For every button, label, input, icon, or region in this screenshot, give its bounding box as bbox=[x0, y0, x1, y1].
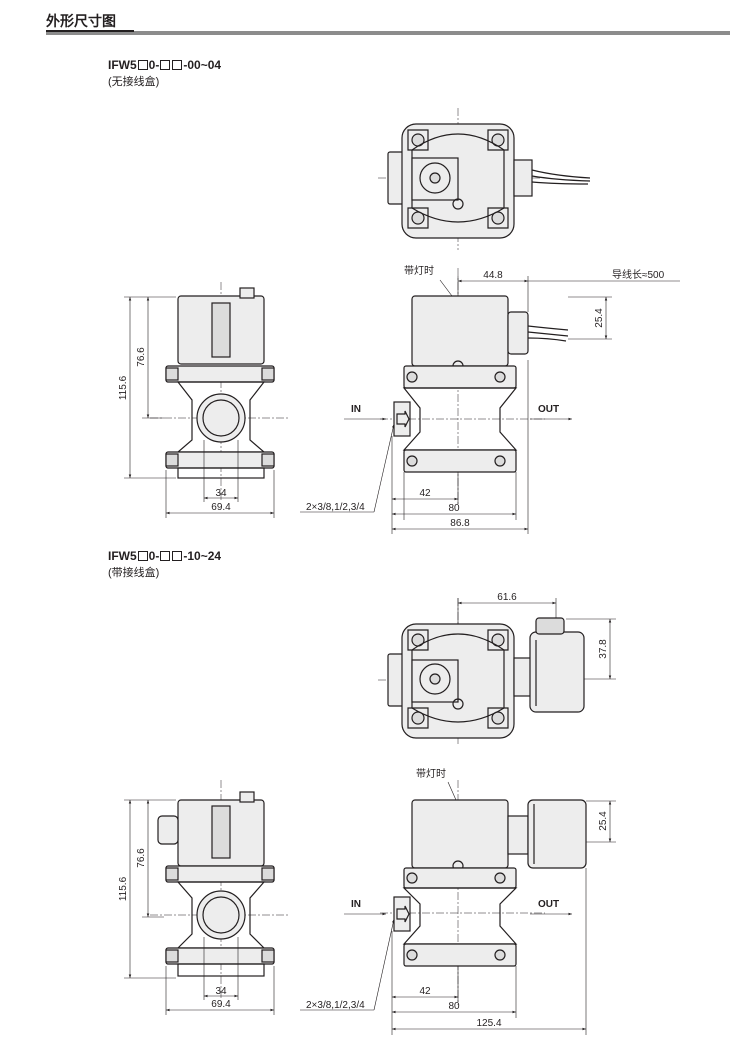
v1-dim-body-length: 80 bbox=[448, 503, 460, 514]
v1-dim-total-length: 86.8 bbox=[450, 518, 470, 529]
variant2-title-suffix: -10~24 bbox=[183, 549, 222, 563]
placeholder-box-icon bbox=[172, 551, 183, 561]
placeholder-box-icon bbox=[137, 551, 148, 561]
v1-side-view: IN OUT 带灯时 44.8 导线长≈500 25.4 42 80 86.8 … bbox=[300, 265, 680, 534]
v2-dim-port-width: 34 bbox=[215, 986, 227, 997]
v2-lamp-note: 带灯时 bbox=[416, 768, 446, 780]
v1-dim-port-distance: 42 bbox=[419, 488, 431, 499]
v2-thread-note: 2×3/8,1/2,3/4 bbox=[306, 1000, 365, 1011]
placeholder-box-icon bbox=[160, 60, 171, 70]
heading-rule bbox=[46, 31, 730, 35]
v1-dim-port-width: 34 bbox=[215, 488, 227, 499]
placeholder-box-icon bbox=[137, 60, 148, 70]
v1-dim-height-upper: 76.6 bbox=[136, 347, 147, 367]
v1-out-label: OUT bbox=[538, 404, 559, 415]
variant2-title: IFW5 0- -10~24 bbox=[108, 549, 221, 563]
variant2-title-prefix: IFW5 bbox=[108, 549, 137, 563]
variant1-title-suffix: -00~04 bbox=[183, 58, 222, 72]
placeholder-box-icon bbox=[172, 60, 183, 70]
variant1-title-mid: 0- bbox=[148, 58, 160, 72]
variant2-title-mid: 0- bbox=[148, 549, 160, 563]
v1-dim-lead-height: 25.4 bbox=[594, 308, 605, 328]
heading-underline bbox=[46, 30, 134, 32]
v1-in-label: IN bbox=[351, 404, 361, 415]
v1-front-view: 115.6 76.6 34 69.4 bbox=[118, 282, 290, 518]
v2-dim-box-side-height: 25.4 bbox=[598, 811, 609, 831]
v2-in-label: IN bbox=[351, 899, 361, 910]
v2-dim-height-upper: 76.6 bbox=[136, 848, 147, 868]
v2-front-view: 115.6 76.6 34 69.4 bbox=[118, 780, 290, 1015]
v2-dim-body-length: 80 bbox=[448, 1001, 460, 1012]
v2-dim-box-offset: 61.6 bbox=[497, 592, 517, 603]
v1-dim-coil-offset: 44.8 bbox=[483, 270, 503, 281]
v1-thread-note: 2×3/8,1/2,3/4 bbox=[306, 502, 365, 513]
v2-dim-body-width: 69.4 bbox=[211, 999, 231, 1010]
v2-dim-height-total: 115.6 bbox=[118, 876, 129, 901]
variant1-title-prefix: IFW5 bbox=[108, 58, 137, 72]
v1-dim-height-total: 115.6 bbox=[118, 375, 129, 400]
v1-top-view bbox=[378, 108, 591, 250]
v1-dim-body-width: 69.4 bbox=[211, 502, 231, 513]
placeholder-box-icon bbox=[160, 551, 171, 561]
v1-lead-length-note: 导线长≈500 bbox=[612, 268, 665, 281]
variant1-title: IFW5 0- -00~04 bbox=[108, 58, 221, 72]
variant2-subtitle: (带接线盒) bbox=[108, 567, 160, 579]
v2-dim-total-length: 125.4 bbox=[476, 1018, 501, 1029]
v2-top-view: 61.6 37.8 bbox=[378, 592, 616, 744]
v2-dim-port-distance: 42 bbox=[419, 986, 431, 997]
variant1-subtitle: (无接线盒) bbox=[108, 76, 160, 88]
page-heading: 外形尺寸图 bbox=[46, 13, 116, 29]
v2-dim-box-height: 37.8 bbox=[598, 639, 609, 659]
v2-out-label: OUT bbox=[538, 899, 559, 910]
v2-side-view: IN OUT 带灯时 25.4 42 80 125.4 2×3/8,1/2,3/… bbox=[300, 768, 616, 1035]
v1-lamp-note: 带灯时 bbox=[404, 265, 434, 277]
